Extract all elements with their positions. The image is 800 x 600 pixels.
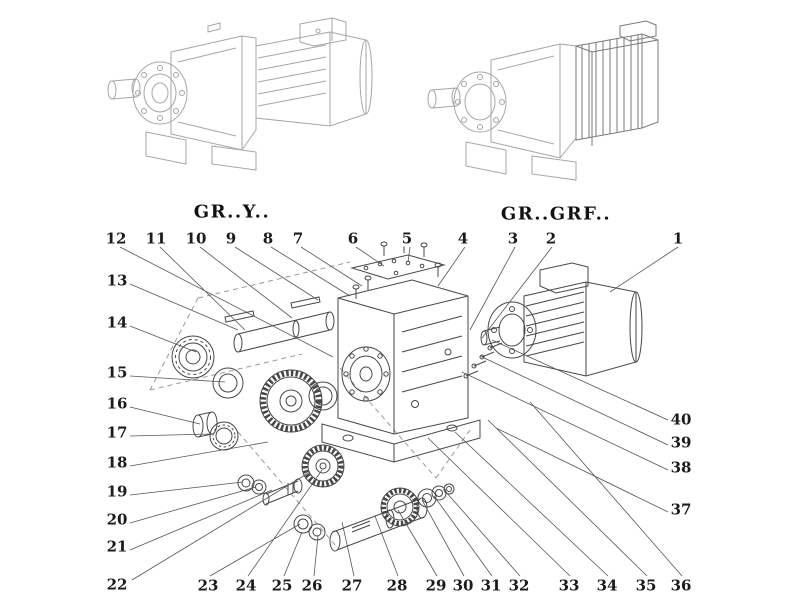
callout-15: 15: [104, 363, 130, 382]
assembled-unit-gr-y: [107, 17, 373, 171]
bearing-14: [171, 335, 215, 379]
callout-29: 29: [423, 576, 449, 595]
leader-lines-right: [461, 339, 669, 513]
exploded-motor: [480, 262, 643, 377]
callout-32: 32: [506, 576, 532, 595]
leader-lines-top: [119, 246, 679, 358]
callout-24: 24: [233, 576, 259, 595]
callout-21: 21: [104, 537, 130, 556]
callout-4: 4: [455, 229, 471, 248]
callout-11: 11: [143, 229, 169, 248]
callout-8: 8: [260, 229, 276, 248]
output-shaft: [427, 87, 461, 109]
helical-gear-large: [259, 369, 338, 433]
exploded-view-drawing: [149, 238, 643, 552]
dashed-guides: [149, 261, 471, 547]
callout-7: 7: [290, 229, 306, 248]
oil-seal-15: [212, 367, 244, 399]
mounting-feet: [465, 141, 577, 181]
bearing-17: [209, 421, 239, 451]
callout-12: 12: [103, 229, 129, 248]
callout-38: 38: [668, 458, 694, 477]
callout-9: 9: [223, 229, 239, 248]
callout-16: 16: [104, 394, 130, 413]
callout-22: 22: [104, 575, 130, 594]
callout-20: 20: [104, 510, 130, 529]
callout-17: 17: [104, 423, 130, 442]
rings-25-26: [293, 514, 326, 541]
callout-35: 35: [633, 576, 659, 595]
front-flange: [132, 61, 188, 125]
model-label-gr-y: GR..Y..: [193, 201, 271, 223]
callout-23: 23: [195, 576, 221, 595]
assembled-unit-gr-grf: [427, 20, 659, 181]
flange-studs: [463, 342, 503, 379]
mounting-feet: [145, 131, 257, 171]
intermediate-shaft: [224, 296, 335, 353]
callout-19: 19: [104, 482, 130, 501]
leader-lines-bottom: [209, 401, 683, 577]
inspection-cover: [350, 254, 446, 280]
callout-28: 28: [384, 576, 410, 595]
callout-30: 30: [450, 576, 476, 595]
callout-26: 26: [299, 576, 325, 595]
callout-6: 6: [345, 229, 361, 248]
callout-14: 14: [104, 313, 130, 332]
callout-37: 37: [668, 500, 694, 519]
callout-13: 13: [104, 271, 130, 290]
front-flange: [453, 71, 507, 133]
model-label-gr-grf: GR..GRF..: [500, 203, 612, 225]
callout-25: 25: [269, 576, 295, 595]
callout-39: 39: [668, 433, 694, 452]
callout-18: 18: [104, 453, 130, 472]
callout-33: 33: [556, 576, 582, 595]
callout-2: 2: [543, 229, 559, 248]
callout-3: 3: [505, 229, 521, 248]
output-shaft: [107, 78, 141, 100]
callout-36: 36: [668, 576, 694, 595]
leader-lines: [119, 246, 683, 581]
pinion-shaft-21: [262, 478, 303, 506]
callout-34: 34: [594, 576, 620, 595]
gear-24: [301, 444, 345, 488]
callout-31: 31: [478, 576, 504, 595]
callout-10: 10: [183, 229, 209, 248]
callout-27: 27: [339, 576, 365, 595]
leader-lines-left: [129, 283, 311, 581]
gearbox-housing: [337, 279, 469, 435]
motor: [255, 17, 373, 127]
flat-motor: [575, 20, 659, 146]
callout-5: 5: [399, 229, 415, 248]
callout-40: 40: [668, 410, 694, 429]
base-plate: [321, 419, 481, 463]
gear-housing: [170, 22, 257, 151]
rings-30-31-32: [417, 483, 455, 508]
callout-1: 1: [670, 229, 686, 248]
